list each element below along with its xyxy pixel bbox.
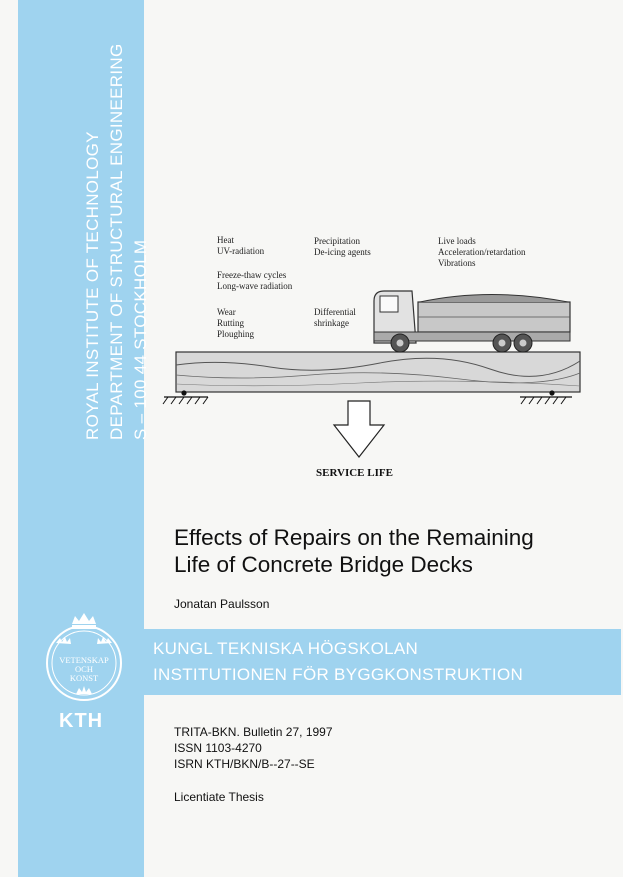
seal-text-2: OCH — [75, 664, 93, 674]
kth-logo-text: KTH — [59, 710, 104, 732]
kth-seal-logo: VETENSKAP OCH KONST — [46, 613, 122, 701]
bridge-illustration — [162, 290, 581, 458]
document-type: Licentiate Thesis — [174, 790, 264, 804]
spine-stripe — [18, 0, 144, 877]
truck-icon — [373, 290, 571, 353]
seal-text-3: KONST — [70, 673, 99, 683]
spine-department: DEPARTMENT OF STRUCTURAL ENGINEERING — [107, 43, 126, 441]
report-info: TRITA-BKN. Bulletin 27, 1997 ISSN 1103-4… — [174, 724, 333, 772]
spine-address: S – 100 44 STOCKHOLM — [131, 239, 150, 440]
spine-institute: ROYAL INSTITUTE OF TECHNOLOGY — [83, 131, 102, 440]
report-series: TRITA-BKN. Bulletin 27, 1997 — [174, 725, 333, 739]
band-institution: INSTITUTIONEN FÖR BYGGKONSTRUKTION — [153, 665, 524, 684]
seal-text-1: VETENSKAP — [59, 655, 109, 665]
report-issn: ISSN 1103-4270 — [174, 741, 262, 755]
down-arrow-icon — [332, 400, 386, 458]
author-name: Jonatan Paulsson — [174, 597, 270, 611]
band-university: KUNGL TEKNISKA HÖGSKOLAN — [153, 639, 419, 658]
report-isrn: ISRN KTH/BKN/B--27--SE — [174, 757, 315, 771]
service-life-label: SERVICE LIFE — [316, 467, 393, 479]
university-band — [18, 629, 621, 695]
document-title: Effects of Repairs on the Remaining Life… — [174, 525, 534, 577]
